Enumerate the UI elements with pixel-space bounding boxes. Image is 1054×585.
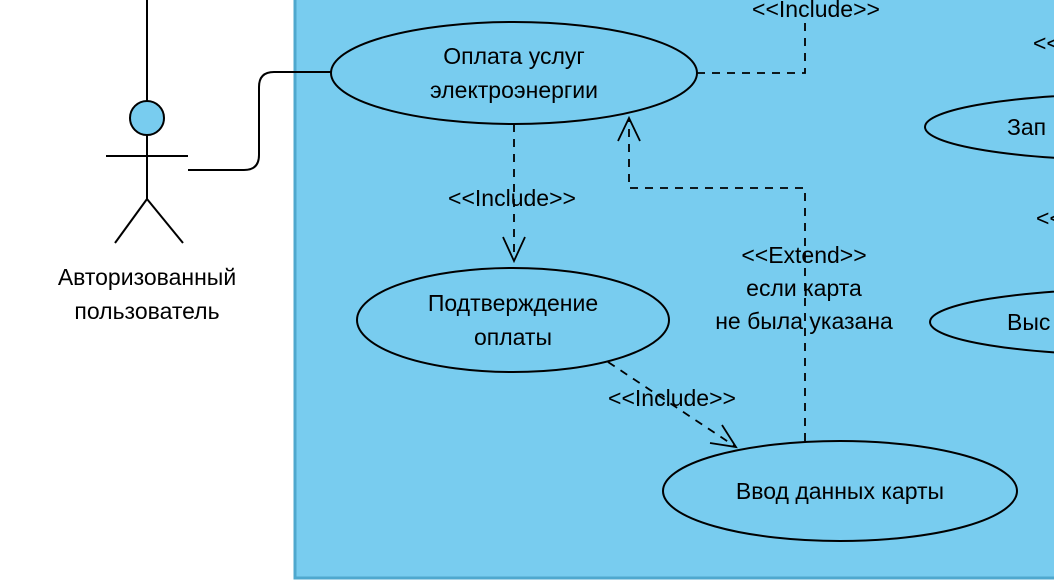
extend-label-line3: не была указана (715, 308, 893, 334)
clipped-stereotype-mid-right: << (1036, 205, 1054, 231)
usecase-pay-label-line2: электроэнергии (430, 77, 598, 103)
association-actor-pay[interactable] (188, 71, 331, 171)
open-arrowhead (502, 236, 526, 264)
extend-label-line1: <<Extend>> (741, 242, 867, 268)
include-card-label: <<Include>> (608, 385, 736, 411)
actor-head (129, 100, 165, 136)
edge-include-top[interactable] (697, 22, 806, 74)
edge-extend-card-pay[interactable] (617, 115, 806, 441)
usecase-pay-electricity[interactable] (330, 21, 698, 125)
usecase-clipped-mid-right[interactable] (929, 289, 1054, 355)
edge-include-card[interactable] (607, 361, 738, 449)
actor-label-line2: пользователь (74, 298, 220, 324)
actor-leg-right (146, 198, 184, 244)
usecase-confirm-label-line2: оплаты (473, 324, 553, 350)
open-arrowhead (709, 424, 738, 449)
actor-leg-left (114, 198, 148, 244)
extend-label: <<Extend>> если карта не была указана (694, 239, 914, 338)
usecase-enter-card[interactable] (662, 440, 1018, 542)
usecase-clipped-mid-right-label: Выс (1007, 309, 1051, 335)
actor-label: Авторизованный пользователь (17, 260, 277, 328)
usecase-confirm-label: Подтверждение оплаты (357, 286, 669, 354)
clipped-stereotype-top-right: << (1033, 30, 1054, 56)
include-confirm-label: <<Include>> (448, 185, 576, 211)
actor-label-line1: Авторизованный (57, 264, 237, 290)
usecase-clipped-top-right-label: Зап (1007, 114, 1047, 140)
usecase-enter-card-label: Ввод данных карты (735, 478, 945, 504)
usecase-clipped-top-right[interactable] (924, 94, 1054, 160)
usecase-confirm-payment[interactable] (356, 267, 670, 373)
edge-line (607, 361, 737, 448)
edge-line (628, 119, 806, 441)
edge-include-confirm[interactable] (502, 124, 526, 264)
usecase-pay-label-line1: Оплата услуг (443, 43, 585, 69)
extend-label-line2: если карта (746, 275, 862, 301)
include-top-label: <<Include>> (752, 0, 880, 22)
actor-authorized-user[interactable] (106, 100, 188, 244)
open-arrowhead (617, 115, 641, 142)
usecase-confirm-label-line1: Подтверждение (427, 290, 599, 316)
usecase-pay-label: Оплата услуг электроэнергии (334, 39, 694, 107)
